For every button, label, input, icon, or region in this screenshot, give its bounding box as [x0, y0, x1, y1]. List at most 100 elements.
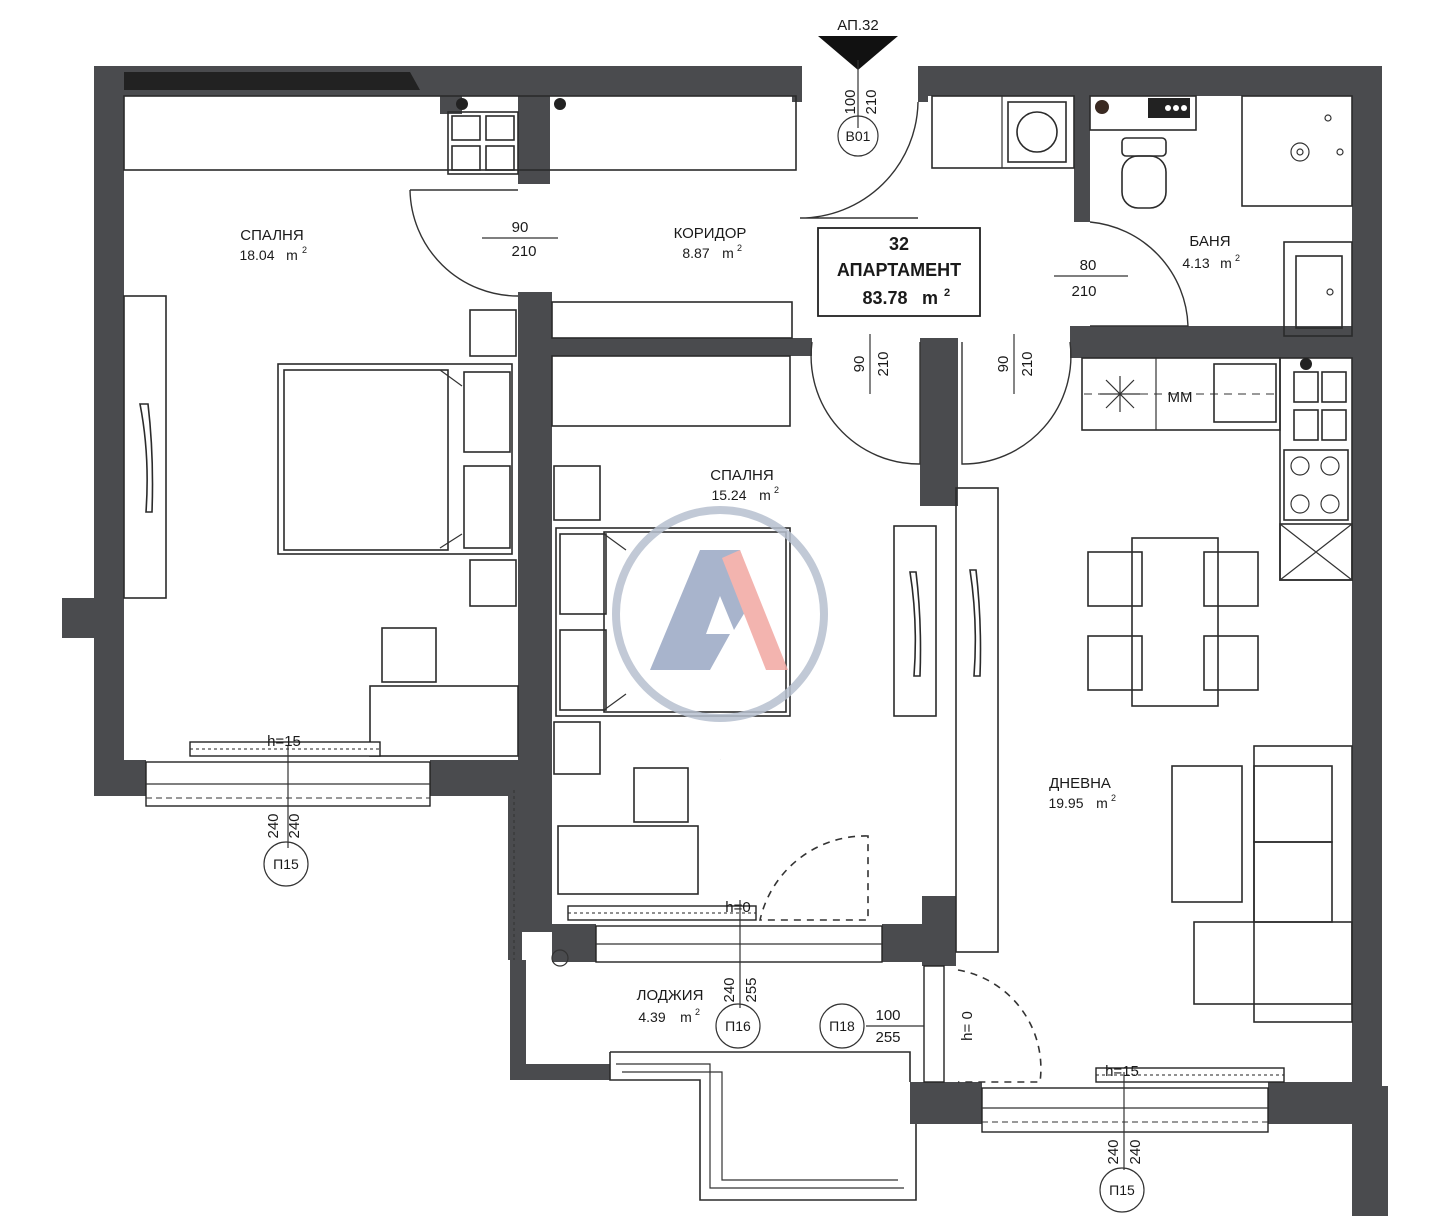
- sofa: [1193, 745, 1353, 1023]
- bathroom-door: [1089, 221, 1189, 327]
- window-p16-height: 255: [743, 977, 760, 1002]
- bedroom1-closet: [123, 295, 167, 599]
- window-p15-left-height: 240: [286, 813, 303, 838]
- living-door-width: 90: [995, 356, 1012, 373]
- corridor-cabinet: [551, 301, 793, 339]
- window-p18-tag: П18: [829, 1018, 855, 1034]
- bedroom1-nightstand: [469, 309, 517, 357]
- utility-cabinet: [931, 95, 1075, 169]
- bedroom2-wardrobe: [551, 355, 791, 427]
- bedroom2-balcony-door: [758, 835, 869, 921]
- apartment-type: АПАРТАМЕНТ: [837, 260, 961, 280]
- window-p18-width: 100: [875, 1007, 900, 1024]
- svg-text:m: m: [286, 247, 298, 263]
- dining-table: [1087, 537, 1259, 707]
- svg-text:2: 2: [695, 1007, 700, 1017]
- bedroom2-name: СПАЛНЯ: [710, 467, 773, 484]
- svg-text:m: m: [722, 245, 734, 261]
- kitchen-sink-icon: [1213, 363, 1277, 423]
- loggia-parapet: [609, 1051, 917, 1201]
- entrance-door: [799, 101, 919, 219]
- living-sill-height: h=15: [1105, 1063, 1139, 1080]
- bedroom1-desk: [369, 685, 519, 757]
- window-p18: [923, 965, 945, 1083]
- apartment-area: 83.78: [862, 288, 907, 308]
- loggia-area: 4.39: [638, 1009, 665, 1025]
- kitchen-tall-counter: [1279, 357, 1353, 581]
- bedroom1-area: 18.04: [239, 247, 274, 263]
- entrance-marker: АП.32 100 210 В01: [799, 17, 919, 219]
- bathroom-name: БАНЯ: [1189, 233, 1230, 250]
- living-wardrobe: [955, 487, 999, 953]
- svg-text:2: 2: [737, 243, 742, 253]
- apartment-number: 32: [889, 234, 909, 254]
- svg-text:A: A: [720, 758, 721, 761]
- corridor: КОРИДОР 8.87 m 2 90 210 90 210: [551, 225, 1072, 465]
- bedroom1-name: СПАЛНЯ: [240, 227, 303, 244]
- svg-text:m: m: [1096, 795, 1108, 811]
- bathroom: БАНЯ 4.13 m 2 80 210: [931, 95, 1353, 337]
- bedroom2-door: [810, 341, 921, 465]
- bedroom1-chair: [381, 627, 437, 683]
- window-p15-right-width: 240: [1105, 1139, 1122, 1164]
- shower-tray: [1241, 95, 1353, 207]
- window-p15-right-tag: П15: [1109, 1182, 1135, 1198]
- entrance-door-height: 210: [863, 89, 880, 114]
- bedroom2-nightstand: [553, 465, 601, 521]
- apartment-label-box: 32 АПАРТАМЕНТ 83.78 m 2: [817, 227, 981, 317]
- bedroom2-nightstand: [553, 721, 601, 775]
- bathroom-door-width: 80: [1080, 257, 1097, 274]
- window-p15-right: [981, 1087, 1269, 1133]
- drain-icon: [551, 949, 569, 967]
- bedroom1-door-height: 210: [511, 243, 536, 260]
- window-p16-tag: П16: [725, 1018, 751, 1034]
- entrance-arrow-icon: [818, 36, 898, 70]
- living-area: 19.95: [1048, 795, 1083, 811]
- bedroom2-chair: [633, 767, 689, 823]
- washing-machine-icon: [1007, 101, 1067, 163]
- living-name: ДНЕВНА: [1049, 775, 1111, 792]
- svg-text:2: 2: [1111, 793, 1116, 803]
- bathroom-door-height: 210: [1071, 283, 1096, 300]
- svg-text:2: 2: [774, 485, 779, 495]
- svg-text:2: 2: [1235, 253, 1240, 263]
- window-p15-right-height: 240: [1127, 1139, 1144, 1164]
- living-door-sill-height: h= 0: [959, 1011, 976, 1041]
- bathroom-area: 4.13: [1182, 255, 1209, 271]
- bedroom2-door-width: 90: [851, 356, 868, 373]
- bedroom1-door-width: 90: [512, 219, 529, 236]
- bedroom1-sill-height: h=15: [267, 733, 301, 750]
- entrance-door-width: 100: [842, 89, 859, 114]
- living-door-height: 210: [1019, 351, 1036, 376]
- shaft-grid-icon: [447, 98, 566, 175]
- svg-text:m: m: [680, 1009, 692, 1025]
- bedroom2-desk: [557, 825, 699, 895]
- corridor-area: 8.87: [682, 245, 709, 261]
- toilet-icon: [1121, 137, 1167, 209]
- fridge-icon: [1279, 523, 1353, 581]
- svg-text:m: m: [759, 487, 771, 503]
- window-p16-width: 240: [721, 977, 738, 1002]
- living-door: [961, 341, 1072, 465]
- svg-text:2: 2: [944, 287, 950, 299]
- coffee-table: [1171, 765, 1243, 903]
- walls: [62, 66, 1388, 1216]
- living-room: ММ ДНЕВНА 19.95 m 2: [819, 357, 1353, 1213]
- window-p18-height: 255: [875, 1029, 900, 1046]
- entrance-door-tag: В01: [846, 128, 871, 144]
- bathroom-shelf: [1089, 95, 1197, 131]
- bedroom1-bed: [277, 363, 513, 555]
- bedroom1-nightstand: [469, 559, 517, 607]
- watermark-logo: A: [612, 506, 828, 761]
- living-balcony-door: [957, 969, 1042, 1083]
- kitchen-appliance-label: ММ: [1168, 389, 1193, 406]
- boiler-icon: [1095, 100, 1109, 114]
- bedroom1-door: [409, 189, 519, 297]
- bedroom2-sill-height: h=0: [725, 899, 750, 916]
- bedroom2-closet: [893, 525, 937, 717]
- loggia-name: ЛОДЖИЯ: [637, 987, 704, 1004]
- window-p15-left-tag: П15: [273, 856, 299, 872]
- apartment-label: АП.32: [837, 17, 878, 34]
- sink-icon: [1283, 241, 1353, 337]
